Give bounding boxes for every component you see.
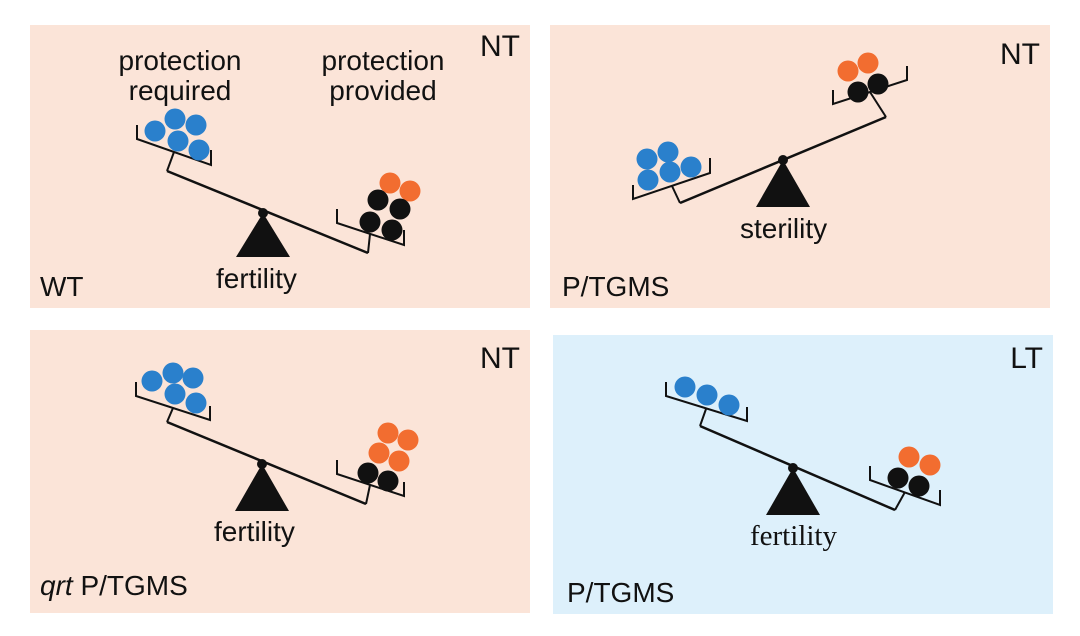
blue-ball [162, 362, 184, 384]
left-pan-bracket [632, 158, 711, 201]
seesaw-ptgms-lt [553, 335, 1053, 614]
left-pan-stem [166, 151, 175, 172]
genotype-label: WT [40, 271, 84, 302]
fulcrum-triangle [756, 160, 810, 207]
phenotype-label: sterility [740, 213, 828, 244]
seesaw-qrt-ptgms-nt [30, 330, 530, 613]
orange-ball [399, 180, 421, 202]
panel-background [30, 25, 530, 308]
blue-ball [144, 120, 166, 142]
black-ball [847, 81, 869, 103]
blue-ball [164, 383, 186, 405]
orange-ball [898, 446, 920, 468]
pivot-dot [257, 459, 267, 469]
left-pan-stem [699, 408, 707, 427]
condition-label: NT [480, 30, 520, 63]
blue-ball [164, 108, 186, 130]
fulcrum-triangle [236, 213, 290, 257]
orange-ball [368, 442, 390, 464]
condition-label: NT [1000, 38, 1040, 71]
blue-ball [185, 392, 207, 414]
blue-ball [657, 141, 679, 163]
right-pan-bracket [336, 209, 405, 247]
orange-ball [377, 422, 399, 444]
black-ball [381, 219, 403, 241]
panel-qrt-ptgms-nt: NT qrt P/TGMS fertility [30, 330, 530, 613]
blue-ball [637, 169, 659, 191]
orange-ball [837, 60, 859, 82]
phenotype-label: fertility [214, 516, 295, 547]
header-protection-provided: protection provided [321, 45, 445, 106]
right-pan-bracket [336, 460, 405, 498]
panel-ptgms-lt: LT P/TGMS fertility [553, 335, 1053, 614]
header-protection-required: protection required [118, 45, 242, 106]
blue-ball [182, 367, 204, 389]
left-pan-stem [671, 185, 681, 204]
orange-ball [388, 450, 410, 472]
condition-label: LT [1010, 342, 1043, 375]
black-ball [359, 211, 381, 233]
right-pan-stem [869, 91, 887, 118]
panel-wt-nt: protection required protection provided … [30, 25, 530, 308]
black-ball [377, 470, 399, 492]
fulcrum-triangle [235, 464, 289, 511]
orange-ball [379, 172, 401, 194]
genotype-label: qrt P/TGMS [40, 572, 188, 600]
orange-ball [919, 454, 941, 476]
phenotype-label: fertility [750, 520, 837, 552]
black-ball [908, 475, 930, 497]
black-ball [867, 73, 889, 95]
genotype-name: P/TGMS [80, 570, 188, 601]
black-ball [887, 467, 909, 489]
panel-ptgms-nt: NT P/TGMS sterility [550, 25, 1050, 308]
blue-ball [696, 384, 718, 406]
blue-ball [167, 130, 189, 152]
black-ball [389, 198, 411, 220]
seesaw-ptgms-nt [550, 25, 1050, 308]
black-ball [357, 462, 379, 484]
blue-ball [185, 114, 207, 136]
pivot-dot [778, 155, 788, 165]
genotype-prefix: qrt [40, 570, 73, 601]
panel-background [30, 330, 530, 613]
orange-ball [857, 52, 879, 74]
seesaw-wt-nt [30, 25, 530, 308]
left-pan-bracket [665, 382, 748, 423]
blue-ball [718, 394, 740, 416]
panel-background [550, 25, 1050, 308]
black-ball [367, 189, 389, 211]
pivot-dot [258, 208, 268, 218]
blue-ball [188, 139, 210, 161]
left-pan-stem [166, 407, 174, 423]
orange-ball [397, 429, 419, 451]
blue-ball [636, 148, 658, 170]
right-pan-stem [365, 484, 371, 505]
blue-ball [674, 376, 696, 398]
right-pan-stem [894, 491, 906, 511]
phenotype-label: fertility [216, 263, 297, 294]
genotype-label: P/TGMS [567, 577, 675, 608]
right-pan-stem [367, 233, 371, 254]
condition-label: NT [480, 342, 520, 375]
genotype-label: P/TGMS [562, 271, 670, 302]
blue-ball [141, 370, 163, 392]
panel-background [553, 335, 1053, 614]
blue-ball [680, 156, 702, 178]
fulcrum-triangle [766, 468, 820, 515]
pivot-dot [788, 463, 798, 473]
blue-ball [659, 161, 681, 183]
